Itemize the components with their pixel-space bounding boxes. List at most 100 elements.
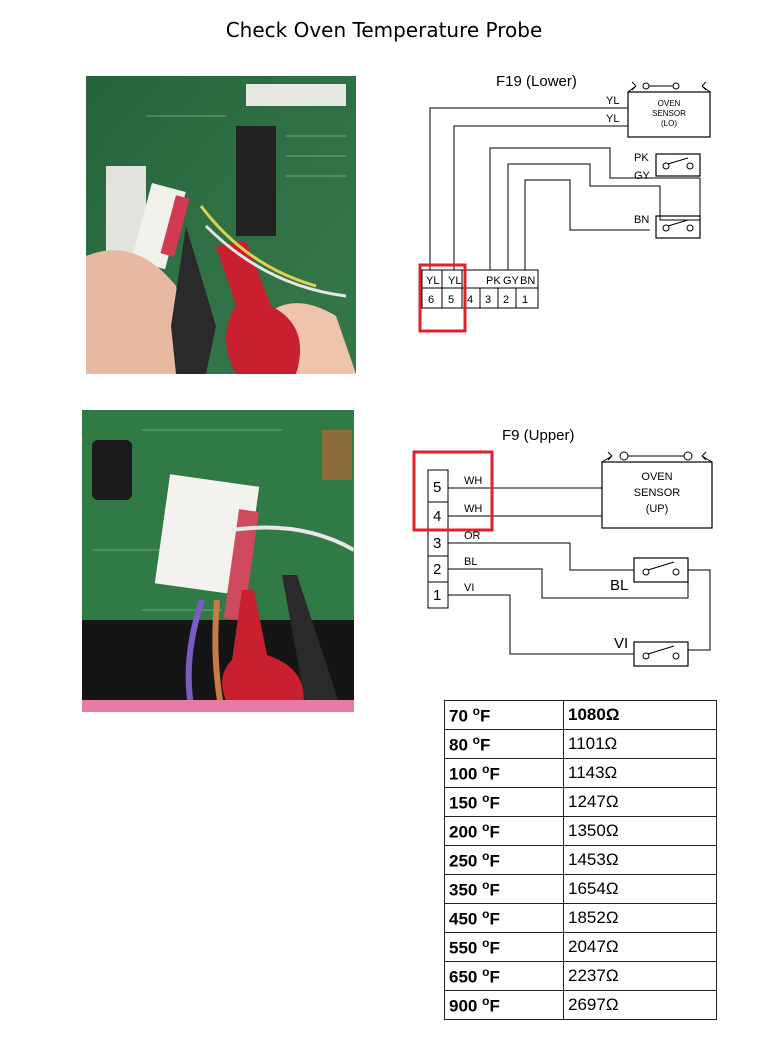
- degree-symbol: o: [482, 906, 490, 921]
- lower-pin-4: 4: [467, 294, 473, 306]
- temperature-value: 150: [449, 793, 483, 813]
- photo-lower-probe: [86, 76, 356, 374]
- lower-highlight-box: [418, 263, 467, 333]
- upper-wire-1: VI: [464, 582, 474, 594]
- temperature-unit: F: [489, 764, 500, 784]
- upper-pin-3: 3: [433, 535, 441, 552]
- lower-connector-wire-3: PK: [486, 275, 501, 287]
- temperature-cell: 150 oF: [444, 787, 564, 817]
- temperature-cell: 200 oF: [444, 816, 564, 846]
- lower-connector-wire-6: YL: [426, 275, 439, 287]
- temperature-unit: F: [489, 822, 500, 842]
- lower-switch-2-label: BN: [634, 214, 649, 226]
- upper-switch-2: [633, 641, 689, 667]
- lower-switch-1-label-1: PK: [634, 152, 649, 164]
- resistance-cell: 1350Ω: [563, 816, 717, 846]
- lower-connector-wire-1: BN: [520, 275, 535, 287]
- resistance-cell: 1654Ω: [563, 874, 717, 904]
- temperature-cell: 250 oF: [444, 845, 564, 875]
- temperature-unit: F: [489, 938, 500, 958]
- degree-symbol: o: [482, 964, 490, 979]
- temperature-value: 100: [449, 764, 483, 784]
- lower-wire-bottom: YL: [606, 113, 619, 125]
- lower-oven-sensor: [627, 91, 711, 138]
- temperature-unit: F: [489, 851, 500, 871]
- resistance-cell: 1101Ω: [563, 729, 717, 759]
- lower-sensor-line-3: (LO): [661, 119, 677, 128]
- lower-connector-wire-5: YL: [448, 275, 461, 287]
- lower-wiring-diagram: F19 (Lower) OVEN SENSOR (LO) YL YL PK GY…: [418, 73, 711, 333]
- upper-wiring-diagram: F9 (Upper) OVEN SENSOR (UP) 5 4 3 2 1 WH…: [412, 427, 713, 667]
- upper-switch-1-label: BL: [610, 577, 628, 594]
- temperature-cell: 550 oF: [444, 932, 564, 962]
- lower-sensor-line-1: OVEN: [658, 99, 681, 108]
- upper-sensor-line-2: SENSOR: [634, 487, 681, 499]
- resistance-cell: 1247Ω: [563, 787, 717, 817]
- upper-switch-2-label: VI: [614, 635, 628, 652]
- page-title: Check Oven Temperature Probe: [225, 18, 543, 42]
- lower-wire-top: YL: [606, 95, 619, 107]
- temperature-value: 200: [449, 822, 483, 842]
- lower-sensor-symbol: [627, 81, 711, 93]
- temperature-cell: 70 oF: [444, 700, 564, 730]
- upper-wire-2: BL: [464, 556, 477, 568]
- temperature-value: 350: [449, 880, 483, 900]
- degree-symbol: o: [482, 877, 490, 892]
- resistance-cell: 2697Ω: [563, 990, 717, 1020]
- lower-switch-1-label-2: GY: [634, 170, 651, 182]
- lower-pin-1: 1: [522, 294, 528, 306]
- temperature-value: 450: [449, 909, 483, 929]
- temperature-cell: 650 oF: [444, 961, 564, 991]
- temperature-unit: F: [489, 909, 500, 929]
- resistance-cell: 1852Ω: [563, 903, 717, 933]
- upper-sensor-line-1: OVEN: [641, 471, 672, 483]
- temperature-unit: F: [489, 967, 500, 987]
- upper-pin-4: 4: [433, 508, 441, 525]
- degree-symbol: o: [482, 819, 490, 834]
- degree-symbol: o: [482, 848, 490, 863]
- upper-highlight-box: [412, 450, 494, 532]
- lower-sensor-line-2: SENSOR: [652, 109, 686, 118]
- lower-connector-wire-2: GY: [503, 275, 520, 287]
- temperature-cell: 350 oF: [444, 874, 564, 904]
- resistance-cell: 1453Ω: [563, 845, 717, 875]
- upper-pin-1: 1: [433, 587, 441, 604]
- degree-symbol: o: [472, 732, 480, 747]
- resistance-cell: 2237Ω: [563, 961, 717, 991]
- temperature-value: 550: [449, 938, 483, 958]
- temperature-value: 80: [449, 735, 473, 755]
- temperature-cell: 100 oF: [444, 758, 564, 788]
- temperature-unit: F: [489, 996, 500, 1016]
- lower-pin-5: 5: [448, 294, 454, 306]
- resistance-cell: 1080Ω: [563, 700, 717, 730]
- upper-oven-sensor: [601, 461, 713, 529]
- upper-caption: F9 (Upper): [502, 427, 575, 444]
- degree-symbol: o: [482, 761, 490, 776]
- upper-switch-1: [633, 557, 689, 583]
- degree-symbol: o: [472, 703, 480, 718]
- temperature-unit: F: [489, 793, 500, 813]
- temperature-value: 650: [449, 967, 483, 987]
- resistance-cell: 2047Ω: [563, 932, 717, 962]
- temperature-value: 70: [449, 706, 473, 726]
- lower-caption: F19 (Lower): [496, 73, 577, 90]
- degree-symbol: o: [482, 790, 490, 805]
- temperature-value: 900: [449, 996, 483, 1016]
- lower-switch-2: [655, 215, 701, 239]
- resistance-cell: 1143Ω: [563, 758, 717, 788]
- degree-symbol: o: [482, 993, 490, 1008]
- lower-pin-6: 6: [428, 294, 434, 306]
- degree-symbol: o: [482, 935, 490, 950]
- temperature-cell: 450 oF: [444, 903, 564, 933]
- lower-connector: YL YL PK GY BN 6 5 4 3 2 1: [421, 269, 539, 309]
